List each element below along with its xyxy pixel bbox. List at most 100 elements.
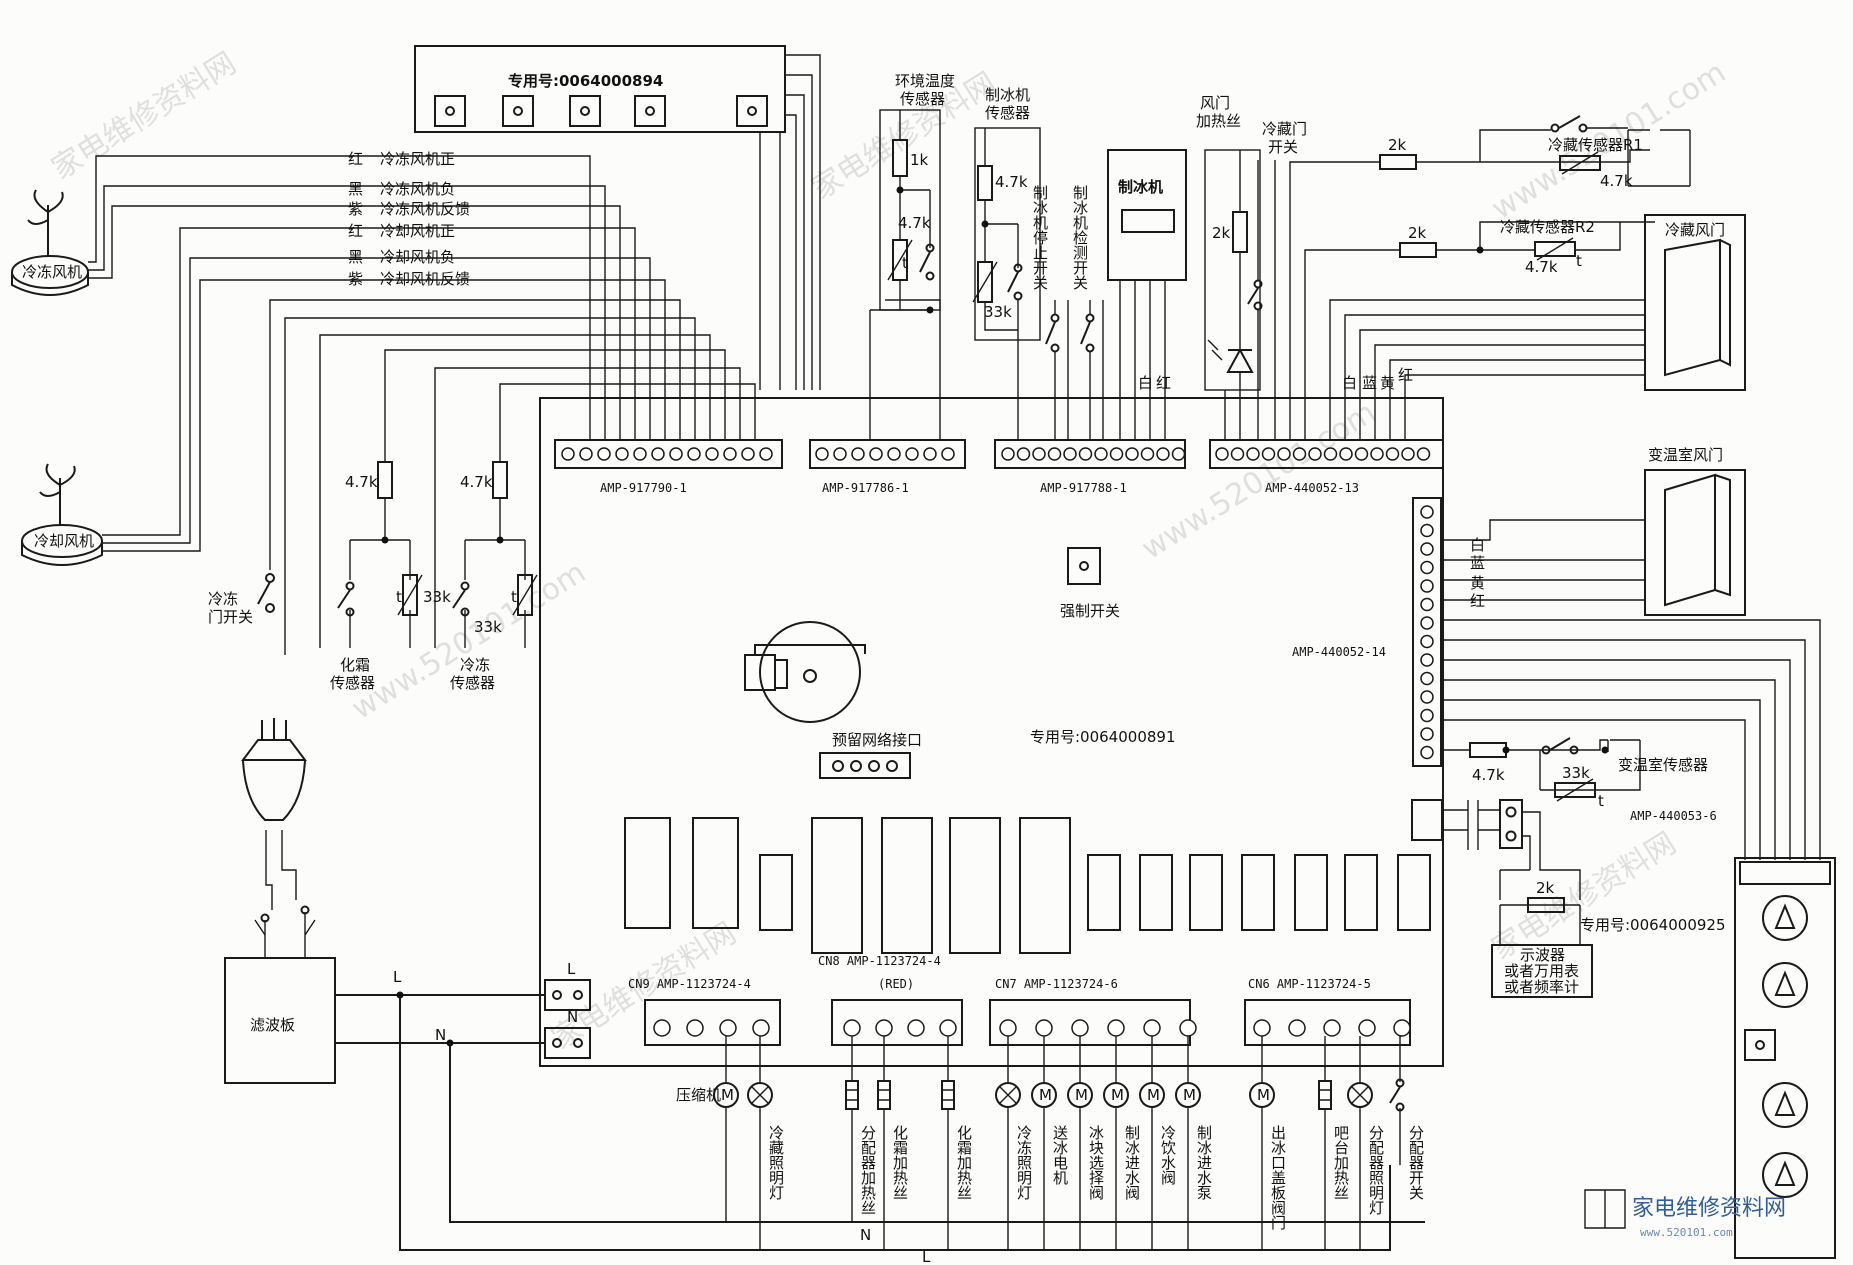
sensor-wires [1441, 739, 1641, 791]
connector-pin [705, 447, 719, 461]
load-label: 制冰进水泵 [1195, 1125, 1213, 1200]
heater-element [1319, 1089, 1331, 1101]
resistor-4-7k [377, 461, 393, 499]
heater-icon [941, 1080, 955, 1110]
bus-lines [399, 995, 1425, 1251]
freezer-fan-wires [88, 155, 621, 440]
icemaker-display [1121, 209, 1175, 233]
book-icon [1584, 1189, 1626, 1229]
terminal-block [1499, 799, 1523, 849]
relay [1019, 817, 1071, 954]
neutral-label: N [435, 1026, 446, 1044]
plug-prongs [261, 718, 287, 740]
connector-body [1244, 999, 1411, 1046]
junction-dot [981, 220, 989, 228]
connector-note: (RED) [878, 977, 914, 991]
connector-pin [1420, 523, 1434, 538]
ice-detect-switch-label: 制冰机检测开关 [1071, 185, 1089, 290]
switch-lever [1007, 271, 1019, 293]
connector-pin [833, 447, 847, 461]
thermistor-mark: t [511, 588, 517, 606]
resistor-value: 33k [1562, 764, 1590, 782]
load-device: 分配器加热丝 [845, 1036, 877, 1222]
wire-function-label: 冷却风机正 [380, 222, 455, 240]
thermistor-symbol [887, 239, 913, 281]
relay [1344, 854, 1378, 931]
switch-contact [1050, 343, 1060, 353]
terminal-screw [552, 990, 562, 1000]
motor-letter: M [1075, 1086, 1088, 1104]
display-panel-connector [1739, 861, 1831, 885]
connector-pin [1071, 1019, 1089, 1037]
neutral-label: N [860, 1226, 871, 1244]
connector-pin [1420, 708, 1434, 723]
junction-dot [926, 306, 934, 314]
switch-lever [1549, 737, 1571, 751]
connector-label: CN7 AMP-1123724-6 [995, 977, 1118, 991]
freezer-sensor-label: 传感器 [450, 674, 495, 692]
wire-function-label: 冷却风机负 [380, 248, 455, 266]
motor-icon [713, 1082, 739, 1108]
connector-pin [1420, 505, 1434, 519]
terminal-N: N [544, 1008, 591, 1059]
line-label: L [393, 968, 402, 986]
connector-label: CN9 AMP-1123724-4 [628, 977, 751, 991]
junction-dot [396, 991, 404, 999]
connector-pin [579, 447, 593, 461]
connector-pin [1156, 447, 1170, 461]
filter-board-label: 滤波板 [250, 1016, 295, 1034]
switch-contact [345, 607, 355, 617]
connector-pin [1143, 1019, 1161, 1037]
terminal-screw [1505, 830, 1517, 842]
power-plug [241, 718, 316, 958]
connector-pin [843, 1019, 861, 1037]
icemaker-label: 制冰机 [1118, 178, 1163, 196]
motor-icon [1067, 1082, 1093, 1108]
relay [759, 854, 793, 931]
connector-pin [1230, 447, 1245, 461]
fridge-damper-label: 冷藏风门 [1665, 221, 1725, 239]
buzzer-tab [774, 659, 788, 689]
connector-body [989, 999, 1191, 1046]
wire-color-label: 白 [1138, 374, 1153, 392]
switch-contact [345, 581, 355, 591]
resistor-value: 4.7k [1472, 766, 1505, 784]
resistor-4-7k [977, 165, 993, 201]
switch-contact [925, 271, 935, 281]
buzzer-bracket [754, 644, 866, 654]
relay [1294, 854, 1328, 931]
display-panel-wires [1441, 619, 1821, 860]
connector-pin [1215, 447, 1229, 461]
switch-lever [257, 581, 271, 605]
motor-letter: M [1039, 1086, 1052, 1104]
thermistor-mark: t [396, 588, 402, 606]
connector-pin [633, 447, 647, 461]
led-diode-icon [1774, 1090, 1796, 1116]
buzzer [744, 621, 866, 723]
port-pin [868, 760, 880, 772]
oscilloscope-box [1491, 944, 1593, 998]
icemaker-unit: 制冰机 白 红 [1107, 149, 1187, 440]
motor-icon [1175, 1082, 1201, 1108]
resistor-value: 4.7k [995, 173, 1028, 191]
connector-pin [1420, 542, 1434, 556]
relay-bank [624, 817, 1431, 954]
load-label: 化霜加热丝 [891, 1125, 909, 1200]
junction-dot [381, 536, 389, 544]
wire-color-label: 黑 [348, 180, 363, 198]
ambient-sensor-label: 环境温度 [895, 72, 955, 90]
led-indicator [1762, 1082, 1808, 1128]
terminal-screw [573, 1038, 583, 1048]
connector-pin [1246, 447, 1260, 461]
wire-color-label: 红 [348, 150, 363, 168]
resistor-2k [1379, 154, 1417, 170]
lamp-cross [751, 1086, 769, 1104]
panel-key-dot [580, 106, 590, 116]
lamp-icon [995, 1082, 1021, 1108]
relay [1087, 854, 1121, 931]
connector-amp-917786-1: AMP-917786-1 [809, 439, 966, 495]
